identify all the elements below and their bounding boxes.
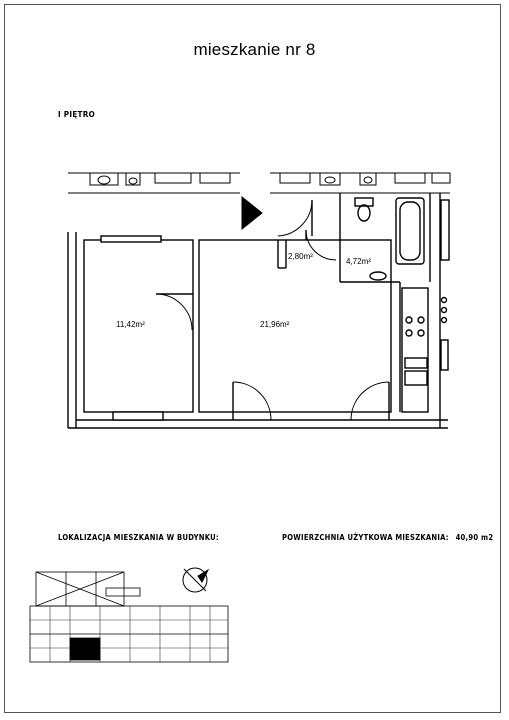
location-label: LOKALIZACJA MIESZKANIA W BUDYNKU: <box>58 533 219 542</box>
apartment-highlight <box>69 637 101 661</box>
page-frame <box>4 4 501 713</box>
building-location-map <box>29 571 229 663</box>
usable-area-row: POWIERZCHNIA UŻYTKOWA MIESZKANIA: 40,90 m… <box>282 533 493 542</box>
usable-area-label: POWIERZCHNIA UŻYTKOWA MIESZKANIA: <box>282 533 449 542</box>
compass-icon <box>182 567 210 593</box>
room-area-bedroom: 11,42m² <box>116 320 145 329</box>
usable-area-value: 40,90 m2 <box>455 533 494 542</box>
entrance-arrow-icon <box>241 195 263 231</box>
floor-label: I PIĘTRO <box>58 110 96 119</box>
page-title: mieszkanie nr 8 <box>193 40 316 59</box>
room-area-living: 21,96m² <box>260 320 290 329</box>
top-neighbour-walls <box>68 172 451 194</box>
apartment-walls <box>67 193 450 429</box>
room-area-hall: 2,80m² <box>288 252 313 261</box>
room-area-bathroom: 4,72m² <box>346 257 371 266</box>
